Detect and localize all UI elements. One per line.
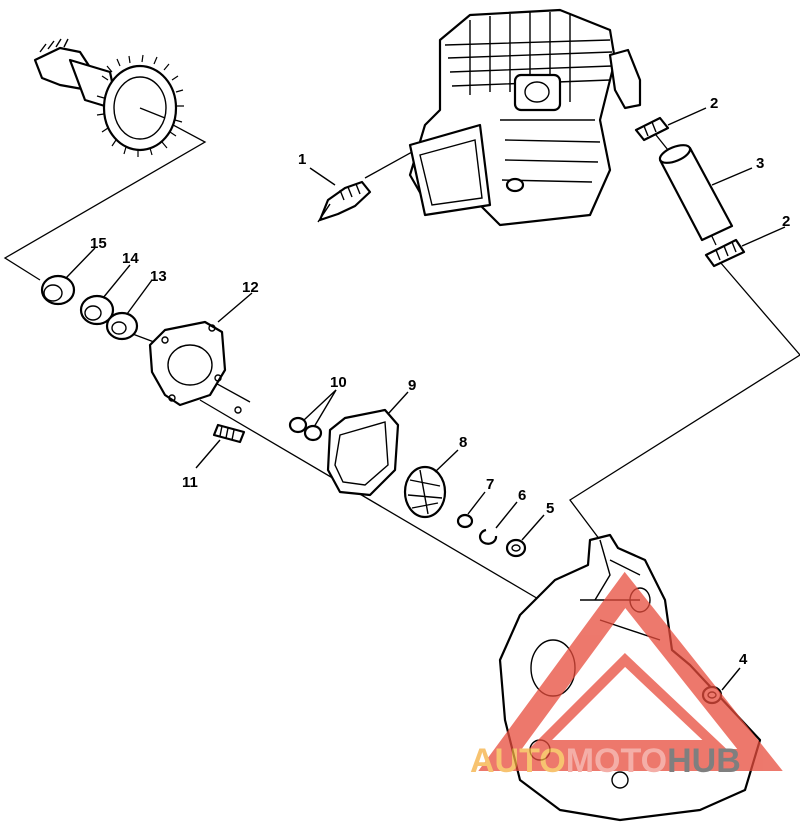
leader-axis-main: [199, 399, 541, 601]
leader-hose-to-housing: [569, 261, 800, 541]
pump-gasket: [326, 408, 400, 497]
callout-15: 15: [90, 235, 107, 252]
callout-7: 7: [486, 476, 494, 493]
callout-13: 13: [150, 268, 167, 285]
coolant-hose: [658, 144, 734, 242]
bearing-13: [105, 311, 139, 341]
snap-clip: [479, 528, 498, 545]
watermark-logo: AUTOMOTOHUB: [470, 571, 783, 780]
callout-14: 14: [122, 250, 139, 267]
callout-10: 10: [330, 374, 347, 391]
watermark-text: AUTOMOTOHUB: [470, 742, 741, 780]
callout-9: 9: [408, 377, 416, 394]
callout-6: 6: [518, 487, 526, 504]
callout-2-upper: 2: [710, 95, 718, 112]
leader-gear-to-bearing: [3, 117, 207, 281]
watermark-auto: AUTO: [470, 742, 566, 780]
watermark-inner-triangle-icon: [527, 653, 728, 750]
impeller-nut: [505, 538, 527, 558]
callout-8: 8: [459, 434, 467, 451]
pump-impeller: [403, 465, 447, 519]
callout-1: 1: [298, 151, 306, 168]
callout-3: 3: [756, 155, 764, 172]
bearing-14: [79, 294, 115, 326]
washer: [456, 513, 474, 529]
drive-gear-shaft: [33, 38, 184, 157]
bearing-15: [40, 274, 76, 306]
callout-4: 4: [739, 651, 748, 668]
callout-12: 12: [242, 279, 259, 296]
temperature-sensor: [317, 180, 372, 223]
hose-clamp-upper: [634, 116, 670, 142]
callout-ticks: [65, 107, 786, 691]
pump-cover: [148, 320, 242, 414]
callout-5: 5: [546, 500, 554, 517]
cylinder-head-assembly: [408, 8, 642, 227]
stud-bolt: [212, 423, 246, 444]
callout-11: 11: [182, 474, 198, 491]
assembly-leader-lines: [3, 117, 800, 696]
seal-pair: [288, 416, 323, 442]
watermark-moto: MOTO: [566, 742, 667, 780]
callout-2-lower: 2: [782, 213, 790, 230]
callout-labels: 1 2 3 2 4 5 6 7 8 9 10 11 12 13 14 15: [90, 95, 790, 668]
hose-clamp-lower: [704, 238, 746, 268]
watermark-triangle-icon: [478, 571, 783, 771]
watermark-hub: HUB: [667, 742, 741, 780]
